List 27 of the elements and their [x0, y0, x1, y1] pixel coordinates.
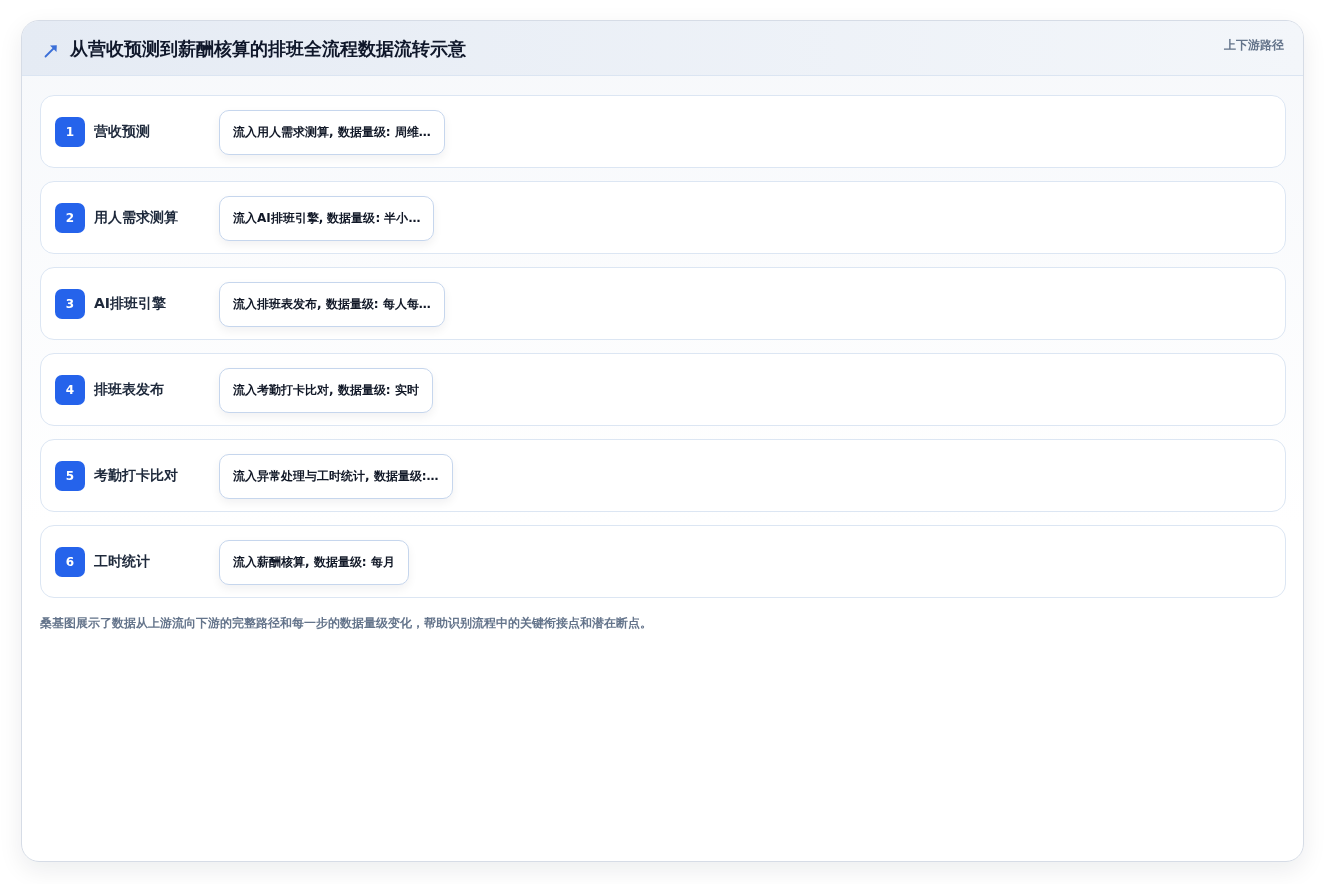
step-name: 工时统计 [94, 552, 150, 571]
step-card [40, 439, 1286, 512]
number-badge: 2 [55, 203, 85, 233]
step-name: 用人需求测算 [94, 208, 178, 227]
step-card [40, 181, 1286, 254]
number-badge: 6 [55, 547, 85, 577]
flow-tag: 流入考勤打卡比对, 数据量级: 实时 [219, 368, 433, 413]
step-card [40, 353, 1286, 426]
flow-tag: 流入排班表发布, 数据量级: 每人每… [219, 282, 445, 327]
flow-tag: 流入异常处理与工时统计, 数据量级:… [219, 454, 453, 499]
step-card [40, 95, 1286, 168]
header-label: 上下游路径 [1224, 37, 1284, 53]
number-badge: 1 [55, 117, 85, 147]
step-name: 考勤打卡比对 [94, 466, 178, 485]
number-badge: 5 [55, 461, 85, 491]
caption: 桑基图展示了数据从上游流向下游的完整路径和每一步的数据量级变化，帮助识别流程中的关键衔接点和潜在断点。 [40, 615, 652, 631]
number-badge: 4 [55, 375, 85, 405]
step-name: AI排班引擎 [94, 294, 167, 313]
step-card [40, 525, 1286, 598]
flow-tag: 流入AI排班引擎, 数据量级: 半小… [219, 196, 435, 241]
flow-tag: 流入用人需求测算, 数据量级: 周维… [219, 110, 445, 155]
flow-tag: 流入薪酬核算, 数据量级: 每月 [219, 540, 409, 585]
number-badge: 3 [55, 289, 85, 319]
step-card [40, 267, 1286, 340]
step-name: 排班表发布 [94, 380, 164, 399]
step-name: 营收预测 [94, 122, 150, 141]
title: 从营收预测到薪酬核算的排班全流程数据流转示意 [70, 37, 466, 61]
